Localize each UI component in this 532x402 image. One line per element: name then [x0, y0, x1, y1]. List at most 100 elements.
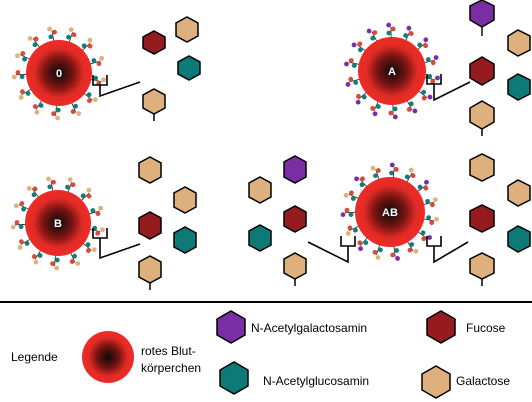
antigen-sugar-dot: [375, 255, 381, 260]
antigen-sugar-dot: [370, 105, 376, 111]
antigen-sugar-dot: [424, 179, 429, 185]
antigen-sugar-dot: [366, 28, 372, 34]
antigen-sugar-dot: [372, 30, 378, 36]
antigen-sugar-dot: [69, 259, 75, 264]
antigen-sugar-dot: [99, 55, 104, 61]
antigen-sugar-dot: [96, 61, 102, 67]
antigen-sugar-dot: [19, 239, 24, 245]
cell-label-o: 0: [56, 68, 62, 80]
antigen-sugar-dot: [11, 74, 17, 80]
antigen-sugar-dot: [357, 47, 363, 53]
galnac-hexagon: [469, 0, 495, 28]
antigen-sugar-dot: [434, 216, 439, 222]
antigen-sugar-dot: [22, 56, 28, 62]
antigen-sugar-dot: [32, 104, 38, 109]
antigen-sugar-dot: [17, 245, 23, 250]
antigen-sugar-dot: [388, 110, 394, 116]
antigen-sugar-dot: [410, 173, 416, 179]
galactose-hexagon: [507, 29, 531, 57]
antigen-sugar-dot: [389, 162, 395, 168]
antigen-sugar-dot: [403, 33, 409, 38]
antigen-sugar-dot: [38, 103, 44, 108]
antigen-sugar-dot: [31, 254, 37, 259]
antigen-sugar-dot: [373, 173, 378, 179]
antigen-sugar-dot: [47, 26, 52, 32]
cell-group-ab: AB: [248, 153, 531, 286]
antigen-sugar-dot: [406, 25, 412, 31]
antigen-sugar-dot: [409, 242, 415, 247]
antigen-sugar-dot: [420, 230, 426, 236]
galactose-hexagon: [469, 252, 495, 280]
antigen-sugar-dot: [430, 79, 436, 84]
glcnac-hexagon: [173, 226, 197, 254]
sugar-chain-o: [142, 16, 201, 121]
antigen-sugar-dot: [70, 182, 76, 188]
connector-o: [92, 75, 141, 98]
antigen-sugar-dot: [435, 75, 440, 81]
antigen-sugar-dot: [393, 167, 399, 172]
antigen-sugar-dot: [65, 184, 70, 190]
fucose-legend-icon: [426, 310, 456, 344]
cell-label-ab: AB: [382, 207, 398, 219]
antigen-sugar-dot: [345, 231, 351, 236]
antigen-sugar-dot: [425, 57, 431, 62]
antigen-sugar-dot: [87, 98, 92, 103]
glcnac-hexagon: [248, 224, 272, 252]
antigen-sugar-dot: [18, 224, 24, 230]
antigen-sugar-dot: [71, 32, 77, 38]
antigen-sugar-dot: [423, 37, 429, 43]
antigen-sugar-dot: [21, 206, 27, 212]
fucose-hexagon: [469, 204, 495, 233]
antigen-sugar-dot: [425, 198, 430, 204]
antigen-sugar-dot: [427, 94, 433, 100]
antigen-sugar-dot: [392, 114, 398, 120]
legend: Legende rotes Blut- körperchen N-Acetylg…: [11, 310, 510, 399]
antigen-sugar-dot: [15, 70, 21, 75]
glcnac-hexagon: [507, 73, 531, 101]
antigen-sugar-dot: [361, 94, 367, 100]
antigen-sugar-dot: [370, 165, 376, 171]
antigen-sugar-dot: [55, 107, 61, 113]
antigen-sugar-dot: [355, 93, 361, 99]
antigen-sugar-dot: [413, 248, 419, 254]
antigen-sugar-dot: [392, 106, 398, 112]
antigen-sugar-dot: [429, 220, 435, 226]
antigen-sugar-dot: [360, 176, 365, 182]
legend-title: Legende: [11, 350, 58, 364]
antigen-sugar-dot: [426, 215, 432, 220]
galactose-hexagon: [173, 186, 197, 214]
galactose-hexagon: [175, 16, 199, 43]
antigen-sugar-dot: [95, 230, 101, 236]
antigen-sugar-dot: [93, 75, 99, 81]
antigen-sugar-dot: [51, 111, 56, 117]
cell-group-a: A: [344, 0, 531, 136]
antigen-sugar-dot: [51, 179, 56, 185]
antigen-sugar-dot: [14, 53, 20, 59]
antigen-sugar-dot: [357, 240, 363, 246]
antigen-sugar-dot: [417, 42, 423, 48]
antigen-sugar-dot: [390, 252, 396, 258]
antigen-sugar-dot: [52, 29, 57, 35]
galactose-hexagon: [469, 100, 495, 130]
antigen-sugar-dot: [394, 248, 400, 253]
antigen-sugar-dot: [390, 26, 396, 32]
antigen-sugar-dot: [87, 37, 93, 43]
antigen-sugar-dot: [80, 193, 86, 199]
antigen-sugar-dot: [70, 109, 76, 114]
antigen-sugar-dot: [54, 257, 60, 263]
antigen-sugar-dot: [408, 101, 414, 107]
antigen-sugar-dot: [31, 192, 37, 198]
antigen-sugar-dot: [372, 249, 378, 255]
antigen-sugar-dot: [86, 187, 92, 193]
antigen-sugar-dot: [81, 43, 87, 49]
antigen-sugar-dot: [87, 43, 93, 49]
antigen-sugar-dot: [433, 197, 438, 203]
antigen-sugar-dot: [407, 247, 413, 253]
antigen-sugar-dot: [340, 212, 346, 218]
fucose-hexagon: [469, 56, 495, 86]
antigen-sugar-dot: [33, 259, 39, 265]
antigen-sugar-dot: [344, 207, 350, 213]
antigen-sugar-dot: [353, 227, 358, 233]
antigen-sugar-dot: [50, 261, 55, 267]
glcnac-legend-label: N-Acetylglucosamin: [263, 374, 369, 388]
